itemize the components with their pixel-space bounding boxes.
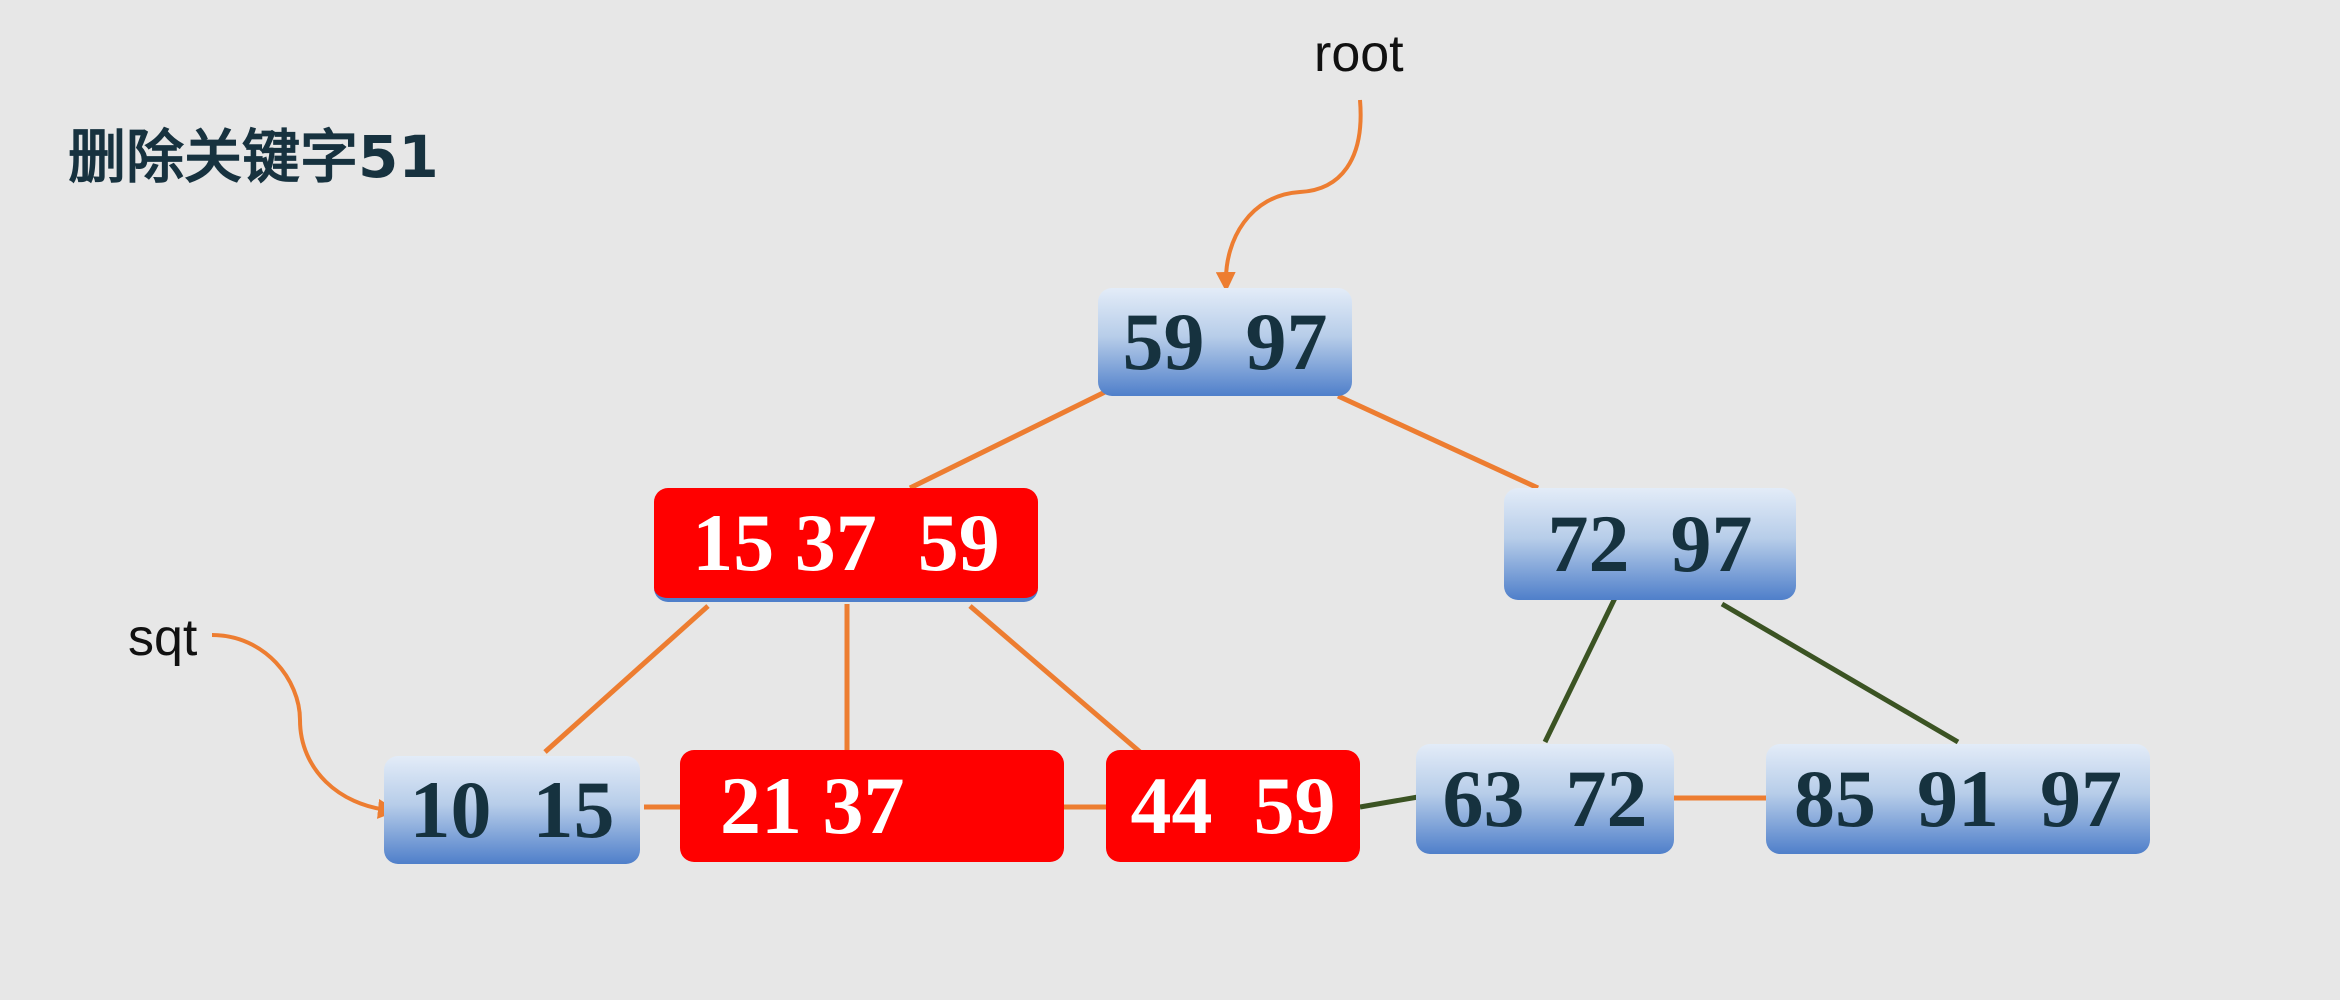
- root-pointer-arrow: [1215, 99, 1363, 292]
- root-node-keys: 59 97: [1122, 296, 1328, 387]
- leaf-node-4-keys: 63 72: [1442, 753, 1648, 844]
- leaf-node-4: 63 72: [1416, 744, 1674, 854]
- page-title: 删除关键字51: [68, 123, 439, 191]
- leaf-node-1: 10 15: [384, 756, 640, 864]
- root-pointer-label: root: [1314, 25, 1404, 83]
- sqt-pointer-label: sqt: [128, 609, 198, 667]
- leaf-node-2-keys: 21 37: [720, 760, 905, 851]
- leaf-node-5-keys: 85 91 97: [1794, 753, 2122, 844]
- leaf-node-1-keys: 10 15: [409, 764, 615, 855]
- edge-right-leaf5: [1720, 601, 1960, 745]
- right-internal-node-keys: 72 97: [1547, 498, 1753, 589]
- sqt-pointer-arrow: [211, 633, 398, 819]
- edge-left-leaf1: [543, 604, 710, 754]
- leaf-node-5: 85 91 97: [1766, 744, 2150, 854]
- edge-root-right: [1336, 393, 1540, 491]
- edge-right-leaf4: [1542, 596, 1618, 744]
- edge-left-leaf3: [968, 604, 1142, 754]
- root-node: 59 97: [1098, 288, 1352, 396]
- left-internal-node: 15 37 59: [654, 488, 1038, 602]
- left-internal-node-keys: 15 37 59: [692, 497, 1000, 588]
- link-leaf3-leaf4: [1359, 794, 1419, 810]
- leaf-node-2: 21 37: [680, 750, 1064, 862]
- edge-root-left: [908, 389, 1107, 491]
- leaf-node-3-keys: 44 59: [1130, 760, 1336, 851]
- leaf-node-3: 44 59: [1106, 750, 1360, 862]
- right-internal-node: 72 97: [1504, 488, 1796, 600]
